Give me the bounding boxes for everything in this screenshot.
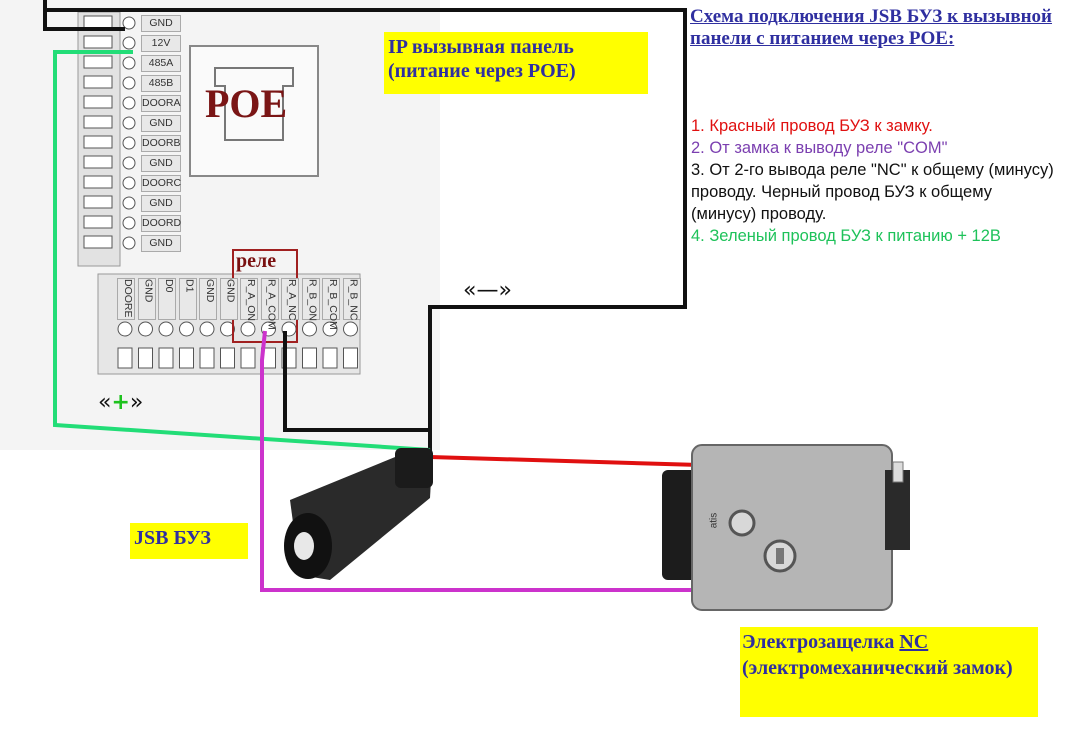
left-terminal-hole bbox=[122, 16, 136, 30]
bottom-terminal-screw bbox=[179, 347, 194, 369]
jsb-device-label: JSB БУЗ bbox=[130, 523, 248, 559]
left-terminal-screw bbox=[83, 175, 113, 189]
diagram-title: Схема подключения JSB БУЗ к вызывной пан… bbox=[690, 6, 1053, 49]
ip-panel-label: IP вызывная панель (питание через POE) bbox=[384, 32, 648, 94]
left-pin-label: DOORA bbox=[141, 95, 181, 112]
bottom-pin-label: GND bbox=[219, 278, 238, 320]
bottom-terminal-hole bbox=[179, 321, 194, 337]
bottom-pin-label: DOORE bbox=[117, 278, 135, 320]
left-terminal-block bbox=[77, 11, 136, 267]
bottom-pin-label: R_B_COM bbox=[322, 278, 340, 330]
plus-marker-sign: + bbox=[111, 390, 130, 415]
left-pin-label: GND bbox=[141, 115, 181, 132]
bottom-pin-label: R_A_ON bbox=[240, 278, 258, 321]
left-pin-label: DOORB bbox=[141, 135, 181, 152]
bottom-terminal-hole bbox=[199, 321, 215, 337]
left-terminal-screw bbox=[83, 55, 113, 69]
bottom-pin-label: D1 bbox=[178, 278, 197, 320]
left-terminal-hole bbox=[122, 36, 136, 50]
bottom-pin-label: GND bbox=[199, 278, 217, 320]
bottom-terminal-screw bbox=[343, 347, 358, 369]
step-4: 4. Зеленый провод БУЗ к питанию + 12В bbox=[691, 227, 1001, 245]
left-pin-label: GND bbox=[141, 155, 181, 172]
bottom-terminal-hole bbox=[220, 321, 235, 337]
bottom-terminal-hole bbox=[343, 321, 358, 337]
bottom-terminal-hole bbox=[322, 321, 338, 337]
bottom-pin-label: GND bbox=[137, 278, 156, 320]
plus-marker: «+» bbox=[98, 390, 143, 415]
left-terminal-screw bbox=[83, 15, 113, 29]
electro-latch-lock bbox=[662, 444, 910, 611]
bottom-pin-label: R_B_NC bbox=[342, 278, 361, 320]
bottom-terminal-hole bbox=[240, 321, 256, 337]
relay-label: реле bbox=[236, 250, 277, 272]
left-terminal-screw bbox=[83, 135, 113, 149]
left-pin-label: GND bbox=[141, 235, 181, 252]
lock-label: Электрозащелка NC (электромеханический з… bbox=[740, 627, 1038, 717]
bottom-terminal-hole bbox=[117, 321, 133, 337]
bottom-pin-label: D0 bbox=[158, 278, 176, 320]
left-pin-label: GND bbox=[141, 195, 181, 212]
left-terminal-hole bbox=[122, 76, 136, 90]
left-pin-label: DOORC bbox=[141, 175, 181, 192]
left-terminal-screw bbox=[83, 35, 113, 49]
left-terminal-screw bbox=[83, 235, 113, 249]
left-pin-label: DOORD bbox=[141, 215, 181, 232]
left-pin-label: 12V bbox=[141, 35, 181, 52]
bottom-terminal-hole bbox=[158, 321, 174, 337]
lock-label-rest: (электромеханический замок) bbox=[742, 657, 1013, 679]
minus-marker: «—» bbox=[463, 278, 512, 303]
step-3: 3. От 2-го вывода реле "NC" к общему (ми… bbox=[691, 161, 1054, 223]
step-1: 1. Красный провод БУЗ к замку. bbox=[691, 117, 933, 135]
left-terminal-hole bbox=[122, 96, 136, 110]
violet-wire-com bbox=[260, 330, 700, 592]
poe-label: POE bbox=[205, 81, 288, 126]
bottom-terminal-screw bbox=[199, 347, 215, 369]
left-terminal-screw bbox=[83, 215, 113, 229]
step-2: 2. От замка к выводу реле "COM" bbox=[691, 139, 948, 157]
left-terminal-hole bbox=[122, 116, 136, 130]
red-wire bbox=[429, 455, 701, 467]
left-terminal-screw bbox=[83, 75, 113, 89]
left-terminal-hole bbox=[122, 136, 136, 150]
instruction-list: 1. Красный провод БУЗ к замку. 2. От зам… bbox=[691, 115, 1061, 247]
lock-brand-text: atis bbox=[708, 512, 720, 529]
bottom-terminal-screw bbox=[220, 347, 235, 369]
left-terminal-screw bbox=[83, 115, 113, 129]
bottom-terminal-screw bbox=[158, 347, 174, 369]
black-wire-nc bbox=[283, 331, 430, 432]
poe-socket bbox=[189, 45, 319, 177]
bottom-terminal-hole bbox=[302, 321, 317, 337]
left-pin-label: GND bbox=[141, 15, 181, 32]
left-terminal-hole bbox=[122, 236, 136, 250]
left-terminal-hole bbox=[122, 56, 136, 70]
bottom-terminal-screw bbox=[138, 347, 153, 369]
bottom-terminal-screw bbox=[240, 347, 256, 369]
left-terminal-hole bbox=[122, 216, 136, 230]
bottom-terminal-hole bbox=[138, 321, 153, 337]
black-wire-common bbox=[45, 8, 687, 452]
bottom-pin-label: R_B_ON bbox=[301, 278, 320, 321]
left-terminal-hole bbox=[122, 196, 136, 210]
left-pin-label: 485B bbox=[141, 75, 181, 92]
lock-label-nc: NC bbox=[899, 631, 929, 653]
left-pin-label: 485A bbox=[141, 55, 181, 72]
lock-label-prefix: Электрозащелка bbox=[742, 631, 900, 653]
left-terminal-screw bbox=[83, 195, 113, 209]
plus-marker-open: « bbox=[98, 390, 112, 415]
bottom-pin-label: R_A_COM bbox=[260, 278, 279, 330]
bottom-terminal-screw bbox=[117, 347, 133, 369]
left-terminal-hole bbox=[122, 176, 136, 190]
bottom-terminal-screw bbox=[302, 347, 317, 369]
left-terminal-hole bbox=[122, 156, 136, 170]
left-terminal-screw bbox=[83, 155, 113, 169]
green-wire-12v bbox=[53, 50, 431, 452]
bottom-terminal-screw bbox=[322, 347, 338, 369]
left-terminal-screw bbox=[83, 95, 113, 109]
bottom-pin-label: R_A_NC bbox=[281, 278, 299, 320]
plus-marker-close: » bbox=[129, 390, 144, 415]
jsb-device bbox=[284, 448, 433, 580]
